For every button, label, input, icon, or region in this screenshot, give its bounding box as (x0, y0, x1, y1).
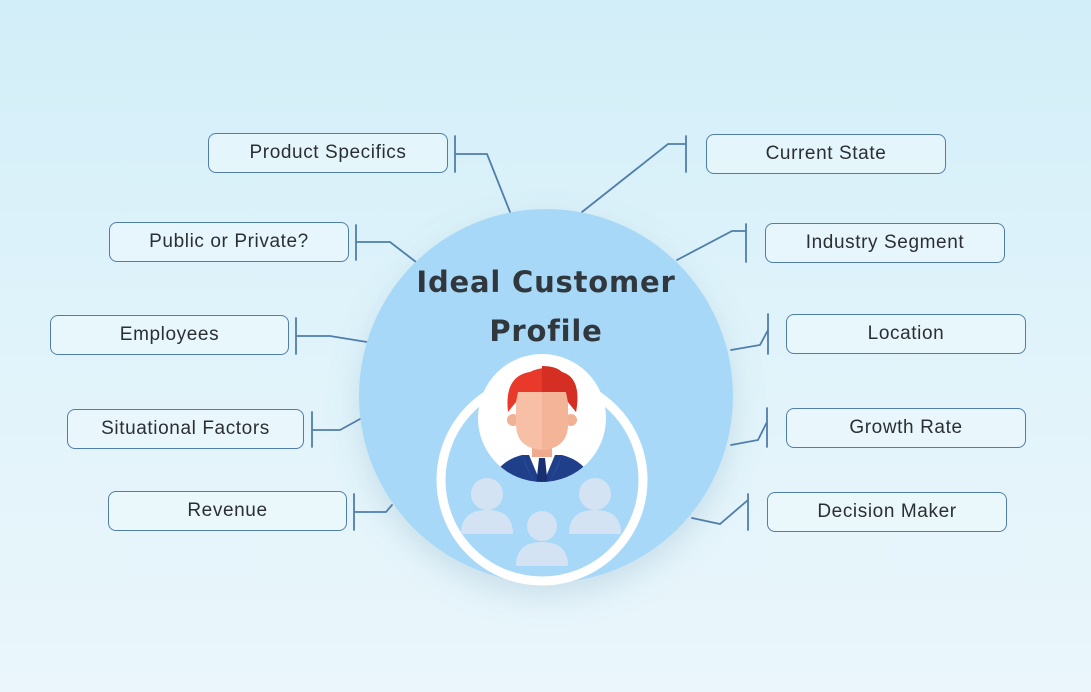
hub-title-line-2: Profile (489, 314, 603, 348)
connector-public-or-private (355, 224, 417, 263)
connector-employees (295, 317, 368, 355)
people-group-icon (461, 478, 621, 566)
label-employees: Employees (50, 315, 289, 355)
hub-title: Ideal Customer Profile (386, 258, 706, 356)
label-location: Location (786, 314, 1026, 354)
connector-industry-segment (676, 223, 747, 263)
label-industry-segment: Industry Segment (765, 223, 1005, 263)
customer-persona-group-icon (436, 354, 648, 586)
connectors (295, 135, 769, 531)
label-current-state: Current State (706, 134, 946, 174)
connector-revenue (353, 493, 393, 531)
connector-decision-maker (691, 493, 749, 531)
connector-situational-factors (311, 411, 361, 448)
label-revenue: Revenue (108, 491, 347, 531)
label-decision-maker: Decision Maker (767, 492, 1007, 532)
connector-current-state (581, 135, 687, 213)
label-growth-rate: Growth Rate (786, 408, 1026, 448)
connector-growth-rate (730, 407, 768, 448)
hub-title-line-1: Ideal Customer (416, 265, 676, 299)
connector-location (730, 313, 769, 355)
label-situational-factors: Situational Factors (67, 409, 304, 449)
connector-product-specifics (454, 135, 511, 213)
businessman-avatar-icon (488, 366, 596, 482)
label-product-specifics: Product Specifics (208, 133, 448, 173)
label-public-or-private: Public or Private? (109, 222, 349, 262)
